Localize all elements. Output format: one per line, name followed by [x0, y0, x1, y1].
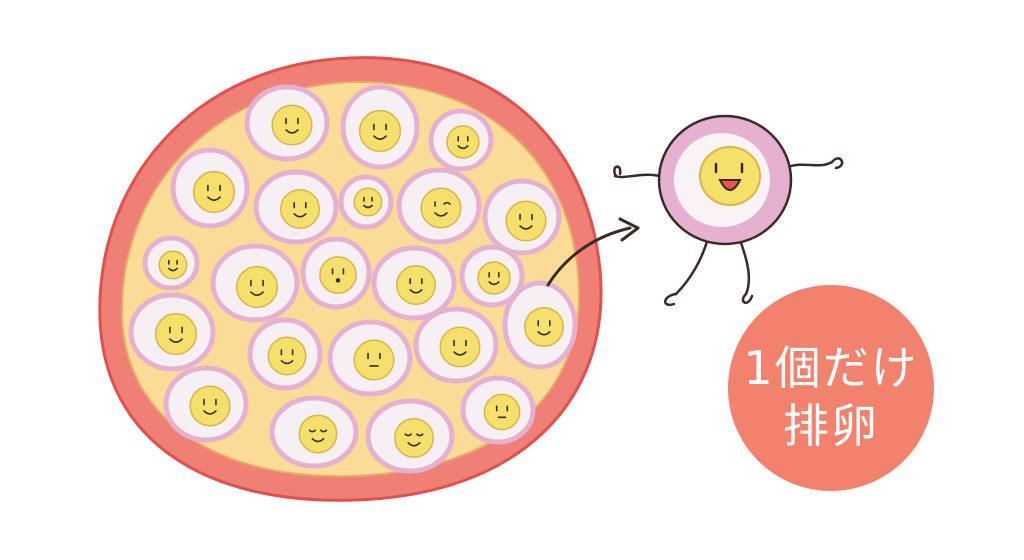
egg-cell-icon	[396, 167, 482, 245]
egg-cell-icon	[128, 292, 216, 372]
egg-cell-icon	[269, 395, 359, 469]
ovulating-egg-character-icon	[613, 114, 844, 307]
egg-cell-icon	[253, 169, 339, 245]
egg-cell-icon	[247, 317, 323, 391]
egg-cell-icon	[210, 243, 300, 323]
badge-line-2: 排卵	[783, 399, 879, 453]
egg-cell-icon	[142, 235, 200, 291]
egg-cell-icon	[459, 244, 525, 308]
egg-cell-icon	[482, 178, 562, 256]
egg-cell-icon	[244, 84, 330, 162]
egg-cell-icon	[300, 236, 372, 310]
egg-cell-icon	[371, 245, 457, 321]
egg-cell-icon	[428, 108, 494, 172]
egg-cell-icon	[170, 147, 250, 229]
egg-cell-icon	[327, 319, 413, 397]
egg-cell-icon	[365, 398, 455, 474]
egg-cell-icon	[460, 375, 536, 445]
ovulation-badge: 1個だけ 排卵	[728, 285, 934, 491]
egg-cell-icon	[340, 84, 420, 170]
egg-cell-icon	[413, 306, 499, 384]
follicle-group	[128, 84, 578, 474]
egg-cell-icon	[163, 365, 249, 443]
badge-line-1: 1個だけ	[743, 341, 918, 395]
egg-cell-icon	[502, 280, 578, 370]
egg-cell-icon	[338, 174, 394, 230]
arrow-icon	[546, 217, 640, 287]
